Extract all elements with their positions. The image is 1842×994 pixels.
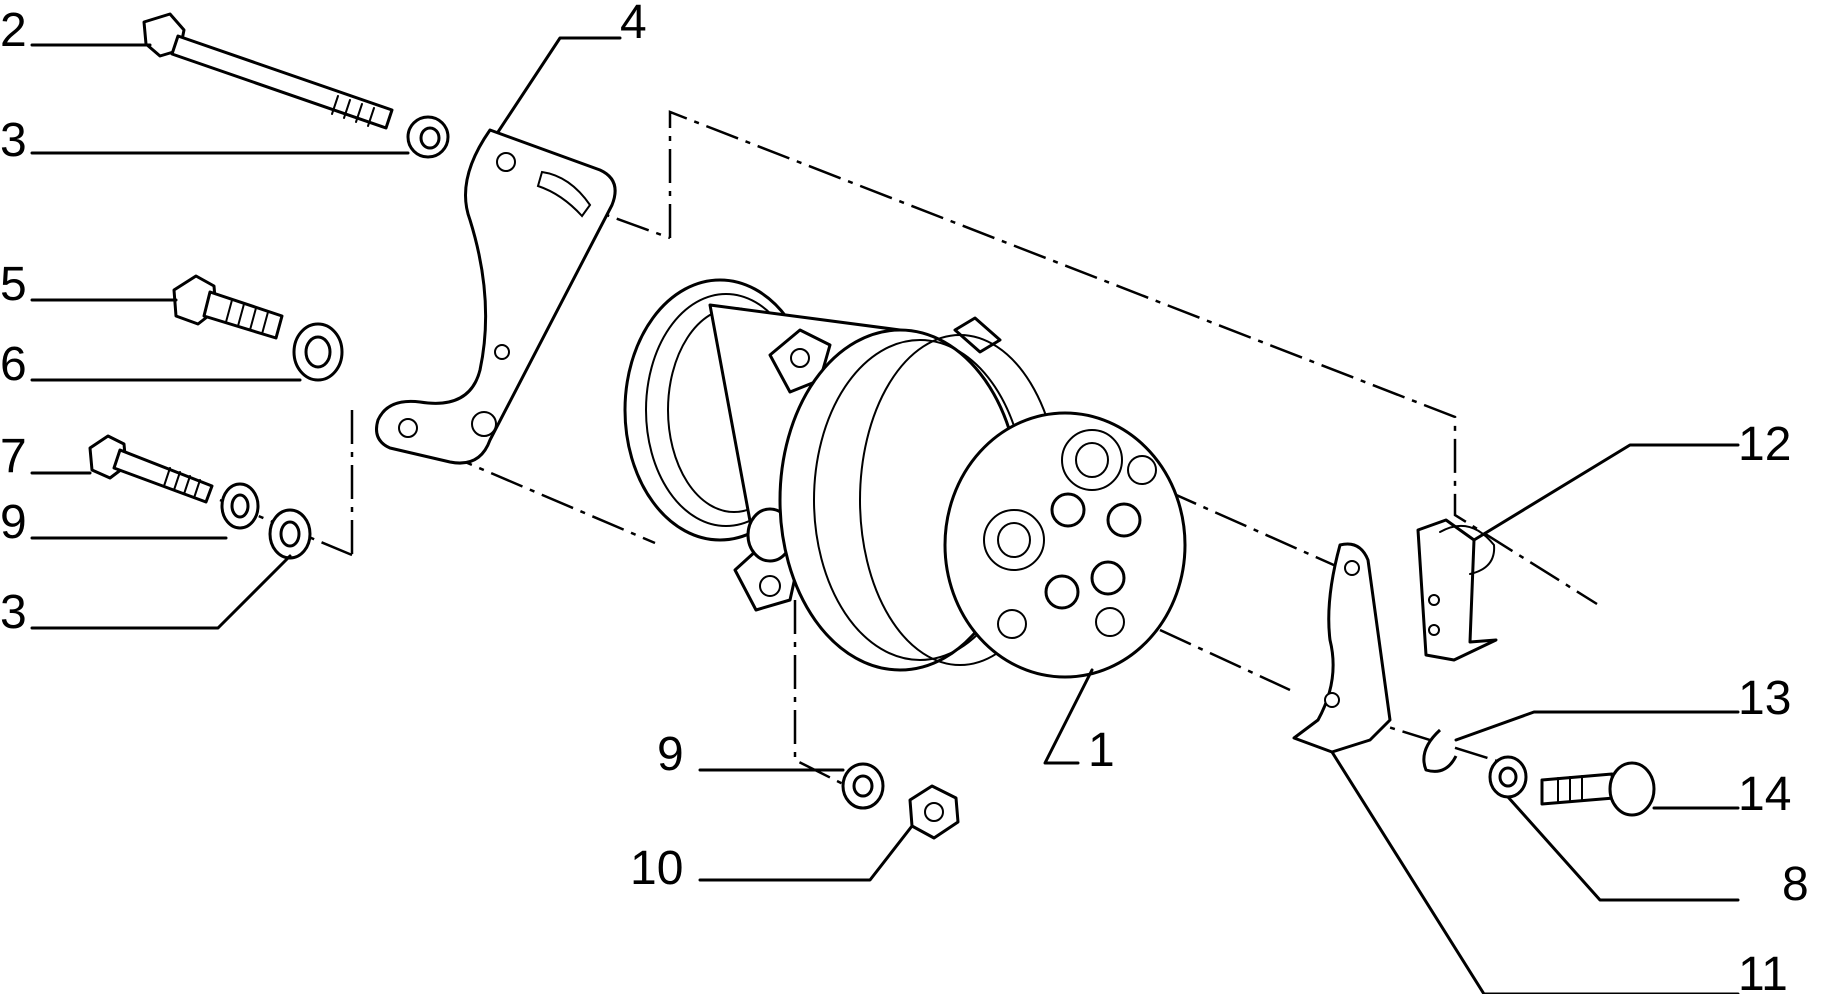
bolt-part-7: [88, 434, 214, 504]
callout-9-left: 9: [0, 496, 27, 549]
mounting-bracket-part-4: [375, 128, 617, 465]
callout-11: 11: [1738, 948, 1788, 994]
callout-7: 7: [0, 430, 27, 483]
washer-part-3-top: [406, 115, 450, 159]
long-bolt-part-2: [142, 12, 394, 130]
spring-washer-part-9-left: [220, 482, 260, 530]
callout-12: 12: [1738, 418, 1791, 471]
spring-washer-part-13: [1422, 728, 1458, 773]
clip-bracket-part-12: [1416, 518, 1498, 662]
callout-2: 2: [0, 4, 27, 57]
callout-10: 10: [630, 842, 683, 895]
callout-5: 5: [0, 258, 27, 311]
nut-part-10: [908, 784, 960, 840]
washer-part-8: [1488, 755, 1528, 799]
leader-lines: [30, 36, 1740, 994]
callout-8: 8: [1782, 858, 1809, 911]
callout-14: 14: [1738, 768, 1791, 821]
bracket-part-11: [1292, 542, 1392, 754]
callout-13: 13: [1738, 672, 1791, 725]
callout-3-top: 3: [0, 114, 27, 167]
washer-part-6: [292, 322, 344, 382]
bolt-part-5: [172, 274, 284, 340]
compressor-part-1: [623, 278, 1187, 679]
callout-9-lower: 9: [657, 728, 684, 781]
bolt-part-14: [1540, 761, 1656, 817]
callout-1: 1: [1088, 724, 1115, 777]
washer-part-3-lower: [268, 508, 312, 560]
callout-4: 4: [620, 0, 647, 49]
spring-washer-part-9-lower: [841, 762, 885, 810]
callout-6: 6: [0, 338, 27, 391]
callout-3-lower: 3: [0, 586, 27, 639]
